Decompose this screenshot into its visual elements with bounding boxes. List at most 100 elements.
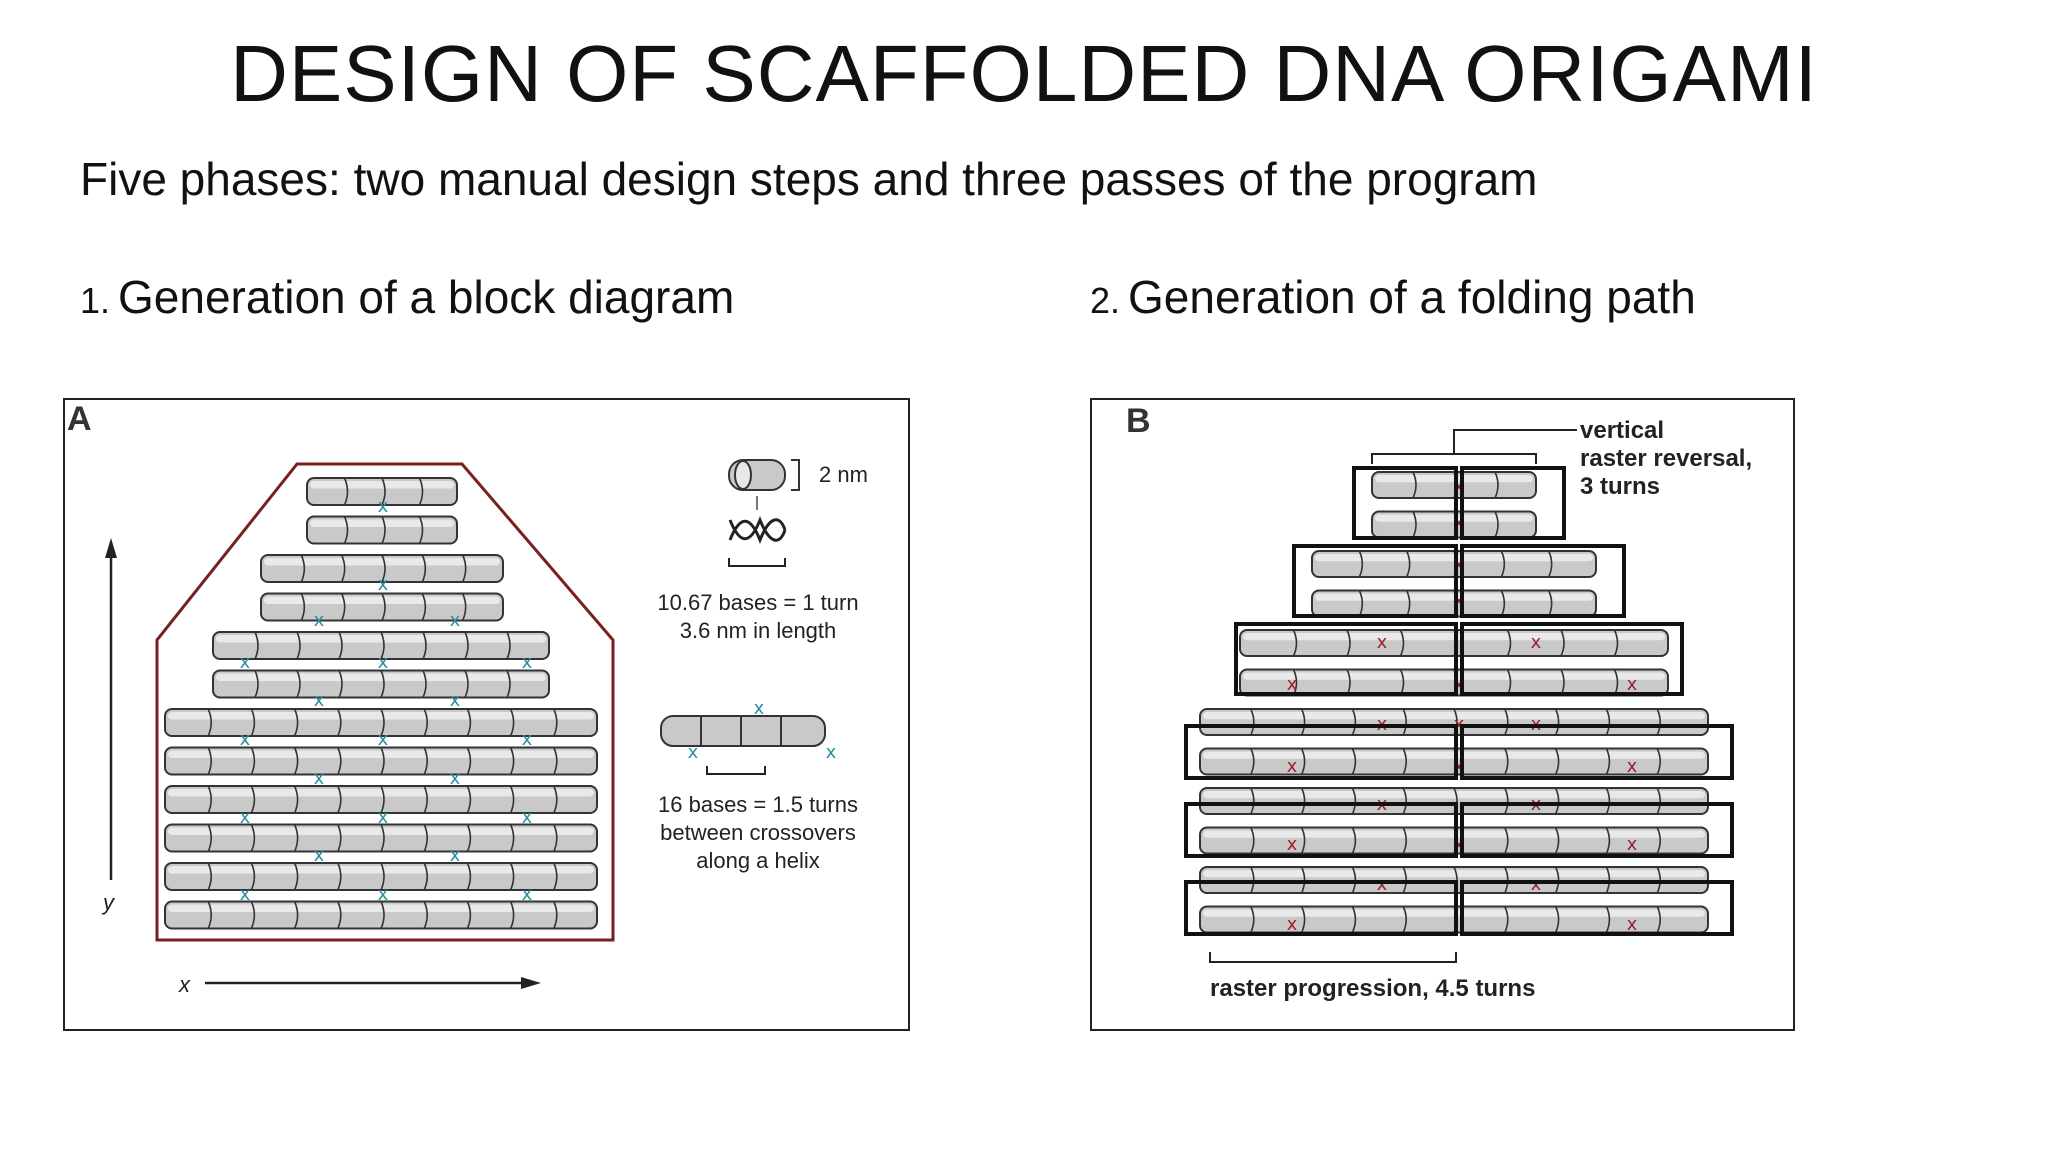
crossover-mark: x	[1287, 674, 1298, 695]
crossover-mark: x	[378, 884, 389, 905]
scaffold-path	[1184, 466, 1734, 936]
crossover-text-2: between crossovers	[660, 820, 856, 845]
helix-stack: x x x x x x x x x x x x x x x x x x x x x x	[164, 477, 598, 930]
crossover-mark: x	[378, 729, 389, 750]
helix-row	[164, 785, 598, 814]
helix-row	[306, 477, 458, 506]
crossover-helix: x x x	[660, 698, 837, 763]
double-helix-icon	[728, 515, 787, 545]
progression-bracket	[1209, 952, 1457, 963]
crossover-mark: x	[1454, 834, 1465, 855]
crossover-text-3: along a helix	[696, 848, 820, 873]
crossover-text-1: 16 bases = 1.5 turns	[658, 792, 858, 817]
folding-helix-row	[1199, 708, 1709, 736]
folding-helix-row	[1199, 787, 1709, 815]
crossover-mark: x	[522, 729, 533, 750]
scaffold-loop	[1352, 466, 1458, 540]
crossover-mark: x	[450, 610, 461, 631]
helix-row	[164, 823, 598, 853]
reversal-pointer	[1453, 429, 1577, 454]
x-axis-arrow	[205, 977, 541, 989]
helix-row	[164, 900, 598, 930]
scaffold-loop	[1234, 622, 1458, 696]
crossover-mark: x	[522, 652, 533, 673]
crossover-mark: x	[314, 768, 325, 789]
crossover-mark: x	[240, 652, 251, 673]
crossover-mark: x	[314, 845, 325, 866]
crossover-mark: x	[1627, 674, 1638, 695]
folding-path-figure: B vertical raster reversal, 3 turns xxxx…	[1126, 402, 1752, 1002]
crossover-mark: x	[522, 807, 533, 828]
crossover-mark: x	[1377, 874, 1388, 895]
crossover-mark: x	[1454, 714, 1465, 735]
svg-text:x: x	[754, 698, 765, 719]
helix-row	[260, 554, 504, 583]
scaffold-loop	[1184, 724, 1458, 780]
step-2-number: 2.	[1090, 280, 1121, 321]
crossover-mark: x	[450, 768, 461, 789]
scaffold-loop	[1460, 622, 1684, 696]
step-2-label: Generation of a folding path	[1128, 271, 1696, 323]
scaffold-loop	[1460, 466, 1566, 540]
crossover-mark: x	[1287, 756, 1298, 777]
crossover-mark: x	[1454, 512, 1465, 533]
crossover-mark: x	[1627, 834, 1638, 855]
scaffold-loop	[1460, 802, 1734, 858]
step-1-label: Generation of a block diagram	[118, 271, 735, 323]
panel-b-label: B	[1126, 402, 1151, 440]
crossover-mark: x	[522, 884, 533, 905]
crossover-mark: x	[1531, 874, 1542, 895]
helix-row	[212, 669, 550, 699]
crossover-mark: x	[1454, 756, 1465, 777]
scale-label: 2 nm	[819, 462, 868, 487]
step-2: 2.Generation of a folding path	[1090, 270, 1696, 324]
crossover-mark: x	[1531, 632, 1542, 653]
crossover-mark: x	[314, 690, 325, 711]
crossover-mark: x	[240, 807, 251, 828]
crossover-mark: x	[1377, 632, 1388, 653]
helix-row	[212, 631, 550, 660]
slide-subtitle: Five phases: two manual design steps and…	[80, 153, 1538, 205]
crossover-mark: x	[1454, 476, 1465, 497]
scaffold-loop	[1460, 880, 1734, 936]
crossover-mark: x	[1454, 674, 1465, 695]
y-axis-arrow	[105, 538, 117, 880]
scaffold-loop	[1460, 724, 1734, 780]
step-1: 1.Generation of a block diagram	[80, 270, 734, 324]
turn-bracket	[728, 558, 786, 567]
reversal-text-3: 3 turns	[1580, 473, 1660, 500]
crossover-mark: x	[378, 496, 389, 517]
crossover-bracket	[706, 766, 766, 775]
crossover-mark: x	[450, 690, 461, 711]
crossover-mark: x	[1287, 834, 1298, 855]
crossover-mark: x	[450, 845, 461, 866]
crossover-mark: x	[314, 610, 325, 631]
crossover-mark: x	[1627, 914, 1638, 935]
crossover-mark: x	[378, 652, 389, 673]
crossover-mark: x	[1454, 554, 1465, 575]
crossover-mark: x	[378, 574, 389, 595]
scaffold-loop	[1184, 802, 1458, 858]
crossover-mark: x	[240, 729, 251, 750]
step-1-number: 1.	[80, 280, 111, 321]
turn-text-1: 10.67 bases = 1 turn	[657, 590, 858, 615]
shape-outline	[155, 462, 615, 942]
y-axis-label: y	[101, 890, 116, 915]
x-axis-label: x	[178, 972, 191, 997]
crossover-mark: x	[378, 807, 389, 828]
helix-row	[306, 515, 458, 545]
reversal-bracket	[1371, 453, 1537, 464]
crossover-mark: x	[1454, 590, 1465, 611]
scale-cylinder	[728, 459, 800, 491]
progression-text: raster progression, 4.5 turns	[1210, 975, 1535, 1002]
scaffold-loop	[1460, 544, 1626, 618]
scaffold-loop	[1292, 544, 1458, 618]
helix-row	[164, 746, 598, 776]
crossover-mark: x	[240, 884, 251, 905]
crossover-mark: x	[1627, 756, 1638, 777]
turn-text-2: 3.6 nm in length	[680, 618, 837, 643]
scaffold-loop	[1184, 880, 1458, 936]
